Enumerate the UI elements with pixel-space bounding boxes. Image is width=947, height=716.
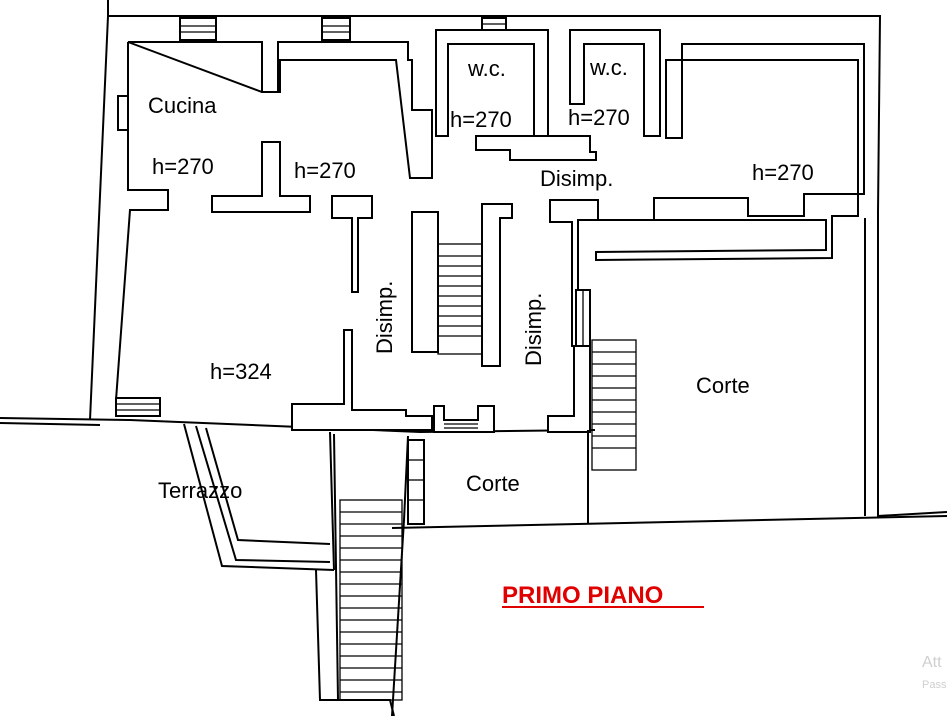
top-windows [179, 17, 507, 41]
corridor-walls [331, 195, 591, 367]
terrace [183, 423, 335, 571]
label-disimp-vertical-right: Disimp. [521, 293, 546, 366]
exterior-staircase [315, 433, 425, 716]
label-h-right: h=270 [752, 160, 814, 185]
label-terrazzo: Terrazzo [158, 478, 242, 503]
wc-right-walls [475, 29, 661, 161]
outer-walls [0, 0, 947, 529]
label-h-wc-right: h=270 [568, 105, 630, 130]
label-wc-left: w.c. [467, 56, 506, 81]
right-room-walls [549, 43, 865, 347]
wc-left-walls [435, 29, 549, 137]
courtyard-staircase [587, 339, 637, 524]
kitchen-walls [115, 41, 433, 401]
label-corte-bottom: Corte [466, 471, 520, 496]
label-corte-right: Corte [696, 373, 750, 398]
label-disimp-vertical-left: Disimp. [372, 281, 397, 354]
label-h-main: h=324 [210, 359, 272, 384]
plan-title: PRIMO PIANO [502, 582, 663, 609]
label-h-center: h=270 [294, 158, 356, 183]
label-h-wc-left: h=270 [450, 107, 512, 132]
watermark-line2: Pass [922, 679, 947, 691]
label-h-cucina: h=270 [152, 154, 214, 179]
internal-staircase [437, 243, 483, 355]
watermark-line1: Att [922, 654, 942, 671]
label-cucina: Cucina [148, 93, 217, 118]
label-wc-right: w.c. [589, 55, 628, 80]
label-disimp-top: Disimp. [540, 166, 613, 191]
bottom-walls [115, 329, 591, 433]
